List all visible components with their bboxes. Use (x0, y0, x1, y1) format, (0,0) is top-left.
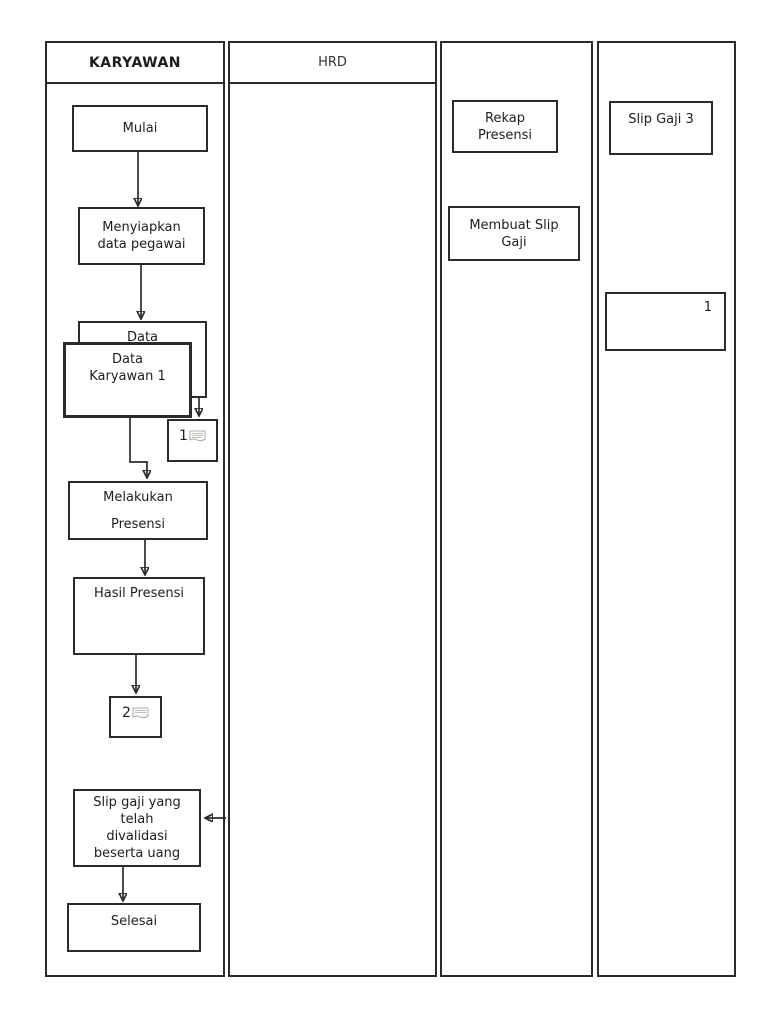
connector-1-number: 1 (179, 428, 188, 444)
connector-1: 1 (167, 419, 218, 462)
document-icon (189, 430, 206, 442)
node-slip-gaji-3: Slip Gaji 3 (609, 101, 713, 155)
document-icon (132, 707, 149, 719)
connector-2: 2 (109, 696, 162, 738)
node-menyiapkan-data-pegawai: Menyiapkan data pegawai (78, 207, 205, 265)
node-slip-gaji-divalidasi: Slip gaji yang telah divalidasi beserta … (73, 789, 201, 867)
connector-2-number: 2 (122, 705, 131, 721)
node-document-1: 1 (605, 292, 726, 351)
node-rekap-presensi: Rekap Presensi (452, 100, 558, 153)
lane-header-karyawan: KARYAWAN (47, 43, 223, 84)
node-selesai: Selesai (67, 903, 201, 952)
lane-hrd: HRD (228, 41, 437, 977)
lane-4 (597, 41, 736, 977)
node-data-karyawan-1: Data Karyawan 1 (63, 342, 192, 418)
node-hasil-presensi: Hasil Presensi (73, 577, 205, 655)
node-membuat-slip-gaji: Membuat Slip Gaji (448, 206, 580, 261)
lane-3 (440, 41, 593, 977)
node-mulai: Mulai (72, 105, 208, 152)
lane-header-hrd: HRD (230, 43, 435, 84)
node-melakukan-presensi: Melakukan Presensi (68, 481, 208, 540)
